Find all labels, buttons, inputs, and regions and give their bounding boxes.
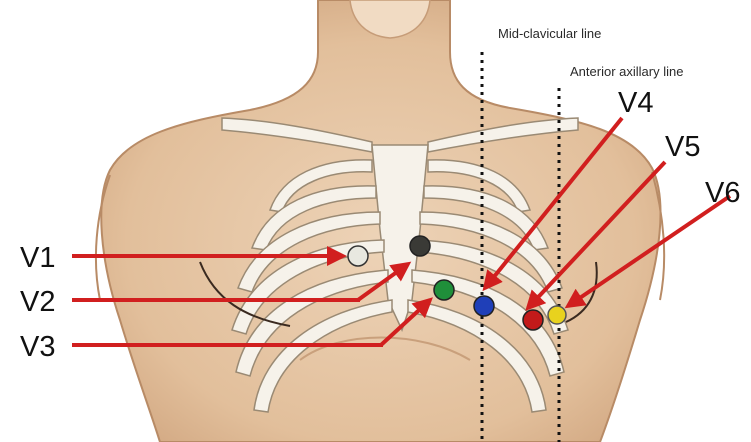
lead-label-v1: V1 (20, 242, 55, 274)
electrode-v1 (348, 246, 368, 266)
lead-label-v6: V6 (705, 177, 740, 209)
lead-label-v4: V4 (618, 87, 653, 119)
anterior-axillary-line-label: Anterior axillary line (570, 64, 683, 79)
electrode-v6 (548, 306, 566, 324)
electrode-v4 (474, 296, 494, 316)
mid-clavicular-line-label: Mid-clavicular line (498, 26, 601, 41)
electrode-v5 (523, 310, 543, 330)
lead-label-v3: V3 (20, 331, 55, 363)
electrode-v3 (434, 280, 454, 300)
lead-label-v2: V2 (20, 286, 55, 318)
electrode-v2 (410, 236, 430, 256)
lead-label-v5: V5 (665, 131, 700, 163)
